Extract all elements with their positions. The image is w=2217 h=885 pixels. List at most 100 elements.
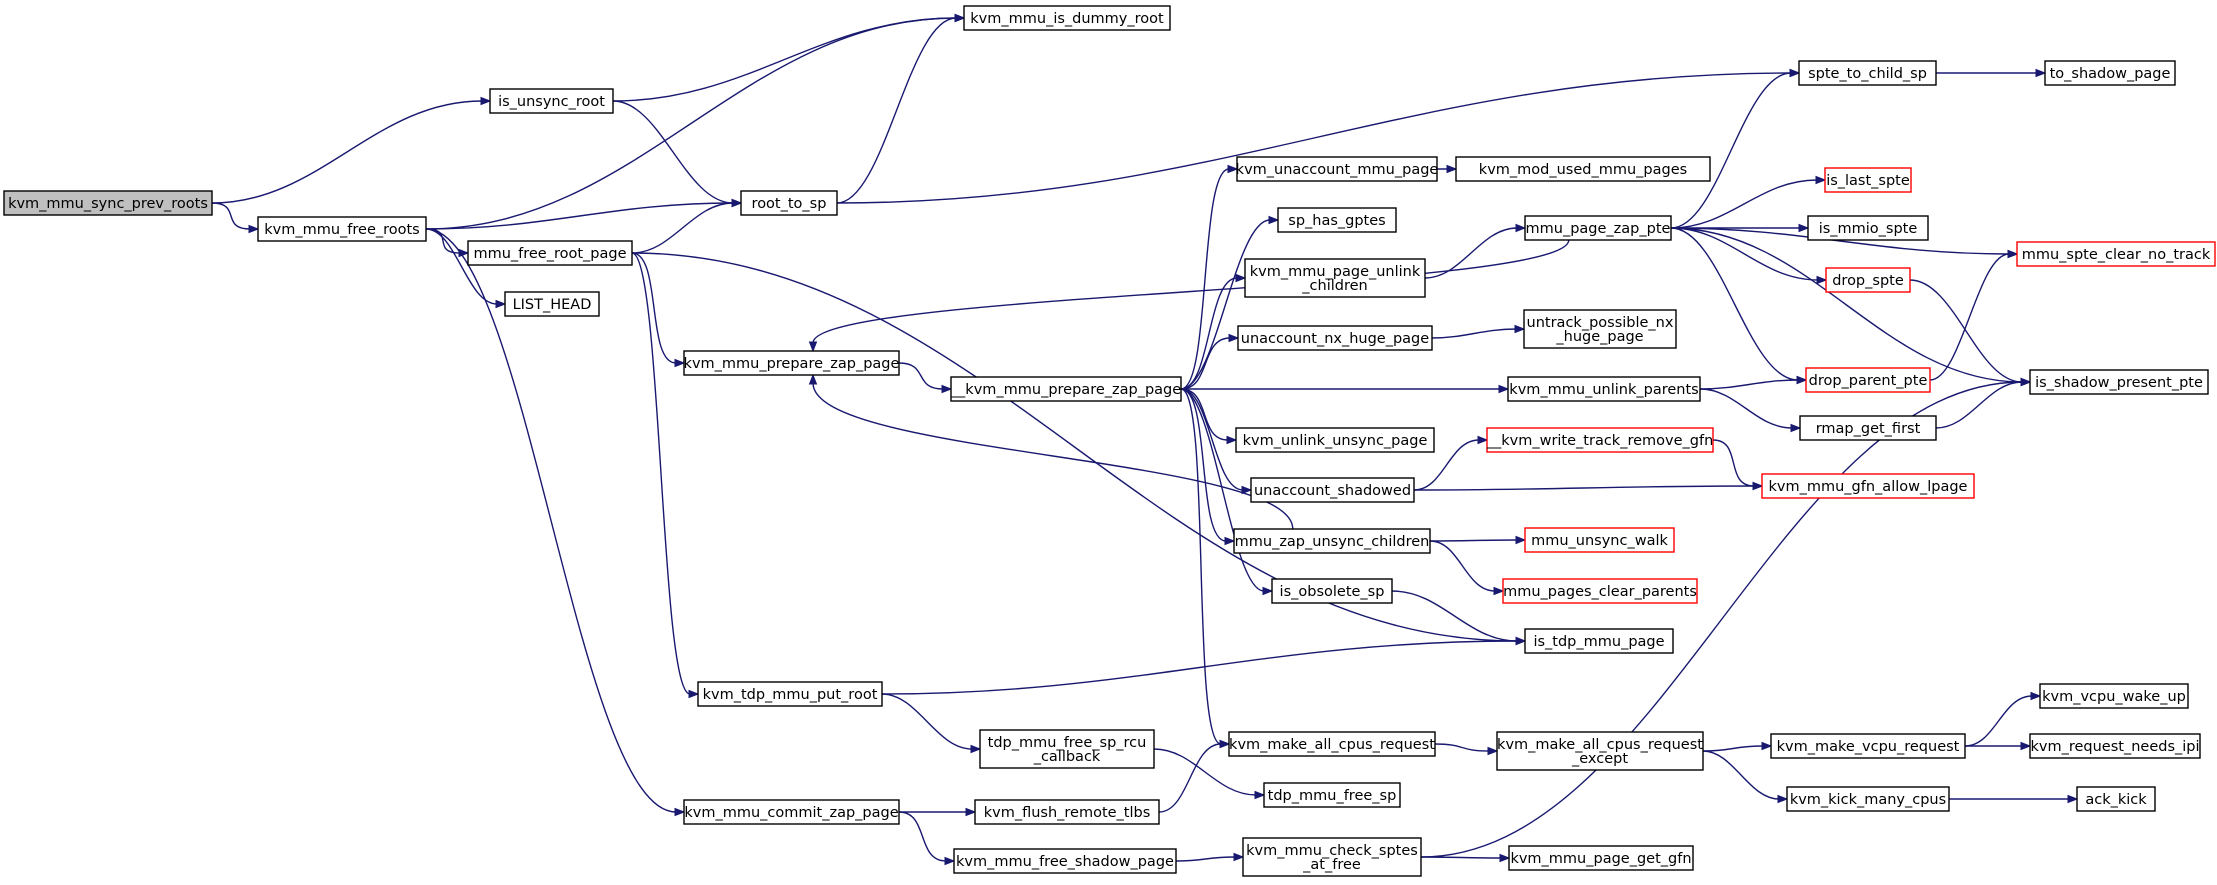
node-box[interactable] xyxy=(2076,786,2156,812)
node-box[interactable] xyxy=(1524,215,1672,241)
node-unlink-children[interactable]: kvm_mmu_page_unlink_children xyxy=(1244,258,1426,298)
node-box[interactable] xyxy=(2044,60,2176,86)
node-page-zap-pte[interactable]: mmu_page_zap_pte xyxy=(1524,215,1672,241)
node-tdp-free-sp[interactable]: tdp_mmu_free_sp xyxy=(1263,782,1401,808)
node-unaccount-shadowed[interactable]: unaccount_shadowed xyxy=(1250,477,1415,503)
node---prepare-zap[interactable]: __kvm_mmu_prepare_zap_page xyxy=(950,376,1182,402)
node-free-root-page[interactable]: mmu_free_root_page xyxy=(467,240,633,266)
node-box[interactable] xyxy=(1507,376,1701,402)
node-box[interactable] xyxy=(950,376,1182,402)
node-vcpu-wake[interactable]: kvm_vcpu_wake_up xyxy=(2039,683,2189,709)
node-is-mmio-spte[interactable]: is_mmio_spte xyxy=(1807,215,1929,241)
node-box[interactable] xyxy=(740,190,838,216)
node-box[interactable] xyxy=(697,681,883,707)
node-box[interactable] xyxy=(1807,215,1929,241)
node-box[interactable] xyxy=(1277,207,1397,233)
node-box[interactable] xyxy=(1486,427,1714,453)
node-box[interactable] xyxy=(1263,782,1401,808)
node-is-tdp[interactable]: is_tdp_mmu_page xyxy=(1524,628,1674,654)
node-box[interactable] xyxy=(2016,241,2216,267)
node-box[interactable] xyxy=(1770,733,1966,759)
node-untrack-nx[interactable]: untrack_possible_nx_huge_page xyxy=(1523,309,1677,349)
node-rmap-get-first[interactable]: rmap_get_first xyxy=(1799,415,1937,441)
node-box[interactable] xyxy=(1228,731,1436,757)
node-box[interactable] xyxy=(504,291,600,317)
node-sync-prev[interactable]: kvm_mmu_sync_prev_roots xyxy=(3,190,213,216)
node-make-all-except[interactable]: kvm_make_all_cpus_request_except xyxy=(1496,731,1704,771)
node-is-shadow-present[interactable]: is_shadow_present_pte xyxy=(2029,369,2209,395)
node-box[interactable] xyxy=(979,729,1155,769)
node-box[interactable] xyxy=(1761,473,1975,499)
node-box[interactable] xyxy=(1235,427,1435,453)
node-commit-zap[interactable]: kvm_mmu_commit_zap_page xyxy=(683,799,900,825)
node-drop-parent-pte[interactable]: drop_parent_pte xyxy=(1805,367,1931,393)
node-unsync-walk[interactable]: mmu_unsync_walk xyxy=(1524,527,1675,553)
node-dummy-root[interactable]: kvm_mmu_is_dummy_root xyxy=(963,5,1171,31)
node-box[interactable] xyxy=(3,190,213,216)
node-make-all-cpus[interactable]: kvm_make_all_cpus_request xyxy=(1228,731,1436,757)
node-is-obsolete[interactable]: is_obsolete_sp xyxy=(1271,578,1393,604)
node-box[interactable] xyxy=(963,5,1171,31)
node-box[interactable] xyxy=(1271,578,1393,604)
node-box[interactable] xyxy=(1508,845,1694,871)
node-box[interactable] xyxy=(1244,258,1426,298)
node-to-shadow[interactable]: to_shadow_page xyxy=(2044,60,2176,86)
node-zap-unsync-children[interactable]: mmu_zap_unsync_children xyxy=(1233,528,1431,554)
node-is-unsync-root[interactable]: is_unsync_root xyxy=(489,88,614,114)
node-mod-used[interactable]: kvm_mod_used_mmu_pages xyxy=(1455,156,1711,182)
node-unlink-unsync[interactable]: kvm_unlink_unsync_page xyxy=(1235,427,1435,453)
node-spte-clear[interactable]: mmu_spte_clear_no_track xyxy=(2016,241,2216,267)
node-tdp-free-sp-rcu[interactable]: tdp_mmu_free_sp_rcu_callback xyxy=(979,729,1155,769)
node-check-sptes[interactable]: kvm_mmu_check_sptes_at_free xyxy=(1242,837,1422,877)
node-box[interactable] xyxy=(257,216,427,242)
node-sp-has-gptes[interactable]: sp_has_gptes xyxy=(1277,207,1397,233)
node-page-get-gfn[interactable]: kvm_mmu_page_get_gfn xyxy=(1508,845,1694,871)
node-box[interactable] xyxy=(1236,156,1438,182)
node-box[interactable] xyxy=(1237,325,1433,351)
node-gfn-allow[interactable]: kvm_mmu_gfn_allow_lpage xyxy=(1761,473,1975,499)
node-box[interactable] xyxy=(1496,731,1704,771)
node-pages-clear[interactable]: mmu_pages_clear_parents xyxy=(1502,578,1698,604)
node-box[interactable] xyxy=(1805,367,1931,393)
node-unaccount-nx[interactable]: unaccount_nx_huge_page xyxy=(1237,325,1433,351)
node-box[interactable] xyxy=(1242,837,1422,877)
node-box[interactable] xyxy=(1502,578,1698,604)
node-box[interactable] xyxy=(1825,267,1911,293)
node-root-to-sp[interactable]: root_to_sp xyxy=(740,190,838,216)
node-is-last-spte[interactable]: is_last_spte xyxy=(1824,167,1912,193)
node-flush-tlbs[interactable]: kvm_flush_remote_tlbs xyxy=(974,799,1160,825)
node-unlink-parents[interactable]: kvm_mmu_unlink_parents xyxy=(1507,376,1701,402)
node-box[interactable] xyxy=(1824,167,1912,193)
node-box[interactable] xyxy=(1524,628,1674,654)
node-box[interactable] xyxy=(1233,528,1431,554)
node-make-vcpu[interactable]: kvm_make_vcpu_request xyxy=(1770,733,1966,759)
node-box[interactable] xyxy=(467,240,633,266)
node-spte-to-child[interactable]: spte_to_child_sp xyxy=(1798,60,1937,86)
node-ack-kick[interactable]: ack_kick xyxy=(2076,786,2156,812)
node-box[interactable] xyxy=(2029,369,2209,395)
node-box[interactable] xyxy=(1524,527,1675,553)
node-box[interactable] xyxy=(974,799,1160,825)
node-box[interactable] xyxy=(1523,309,1677,349)
node-free-roots[interactable]: kvm_mmu_free_roots xyxy=(257,216,427,242)
node-box[interactable] xyxy=(1250,477,1415,503)
node-write-track[interactable]: __kvm_write_track_remove_gfn xyxy=(1486,427,1714,453)
node-box[interactable] xyxy=(1455,156,1711,182)
node-box[interactable] xyxy=(489,88,614,114)
node-box[interactable] xyxy=(683,799,900,825)
node-box[interactable] xyxy=(2039,683,2189,709)
node-prepare-zap[interactable]: kvm_mmu_prepare_zap_page xyxy=(683,350,900,376)
node-free-shadow[interactable]: kvm_mmu_free_shadow_page xyxy=(953,848,1177,874)
node-unaccount-mmu[interactable]: kvm_unaccount_mmu_page xyxy=(1236,156,1439,182)
node-box[interactable] xyxy=(1799,415,1937,441)
node-drop-spte[interactable]: drop_spte xyxy=(1825,267,1911,293)
node-box[interactable] xyxy=(683,350,900,376)
node-box[interactable] xyxy=(953,848,1177,874)
node-kick-many[interactable]: kvm_kick_many_cpus xyxy=(1786,786,1950,812)
node-tdp-put-root[interactable]: kvm_tdp_mmu_put_root xyxy=(697,681,883,707)
node-box[interactable] xyxy=(2029,733,2201,759)
node-box[interactable] xyxy=(1798,60,1937,86)
node-box[interactable] xyxy=(1786,786,1950,812)
node-needs-ipi[interactable]: kvm_request_needs_ipi xyxy=(2029,733,2201,759)
node-list-head[interactable]: LIST_HEAD xyxy=(504,291,600,317)
